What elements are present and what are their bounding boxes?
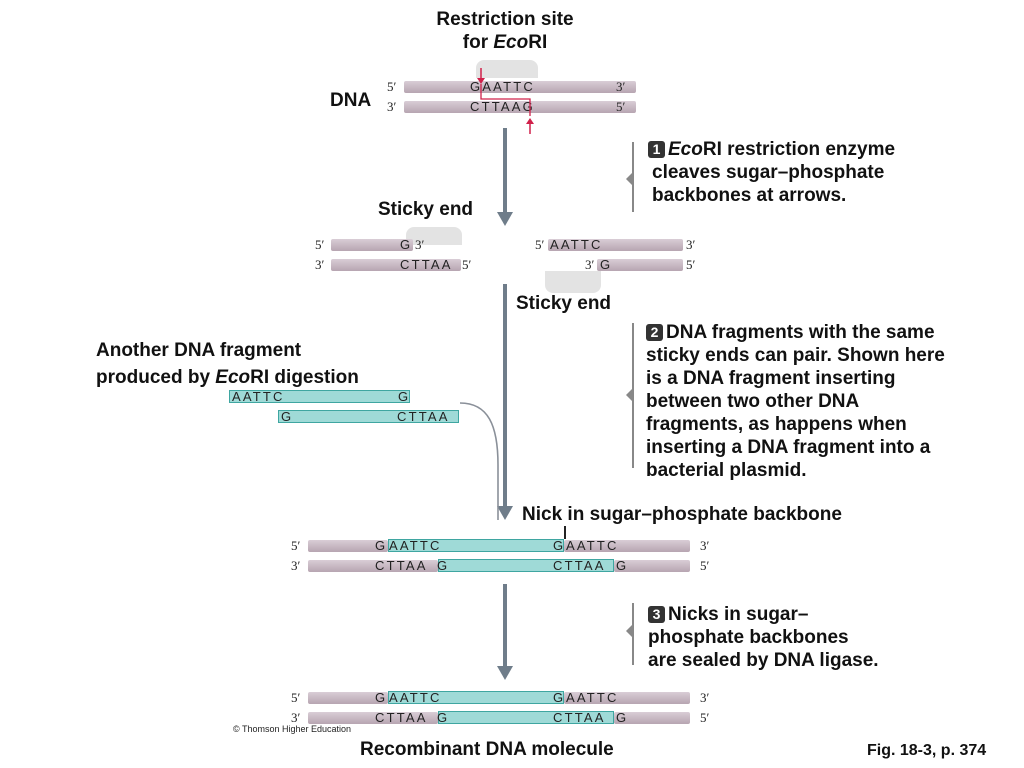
step-3-bracket — [632, 603, 638, 665]
step-2-number: 2 — [646, 324, 663, 341]
annealed-bottom-insert — [438, 559, 614, 572]
annealed-top-left-strand — [308, 540, 388, 552]
annealed-bottom-left-strand — [308, 560, 438, 572]
recombinant-top-5-end: 5′ — [291, 690, 301, 705]
step-2-bracket — [632, 323, 638, 468]
annealed-top-seq-1: G — [375, 538, 388, 553]
process-arrow-2 — [497, 284, 513, 520]
left-fragment-bottom-5-end: 5′ — [462, 257, 472, 272]
recombinant-bottom-seq-2: G — [437, 710, 450, 725]
dna-bottom-sequence: CTTAAG — [470, 99, 535, 114]
annealed-top-seq-2: AATTC — [389, 538, 442, 553]
recombinant-top-3-end: 3′ — [700, 690, 710, 705]
annealed-bottom-seq-2: G — [437, 558, 450, 573]
dna-top-sequence: GAATTC — [470, 79, 535, 94]
sticky-end-label-top: Sticky end — [378, 199, 474, 220]
annealed-bottom-seq-4: G — [616, 558, 629, 573]
right-fragment-bottom-3-end: 3′ — [585, 257, 595, 272]
annealed-bottom-3-end: 3′ — [291, 558, 301, 573]
insert-fragment-top-seq-b: G — [398, 389, 411, 404]
right-fragment-bottom-5-end: 5′ — [686, 257, 696, 272]
title-line-1: Restriction site — [436, 9, 574, 30]
step-3-pointer-icon — [626, 625, 632, 637]
right-fragment-bottom-sequence: G — [600, 257, 613, 272]
step-2-pointer-icon — [626, 389, 632, 401]
annealed-bottom-seq-3: CTTAA — [553, 558, 606, 573]
left-fragment-top-strand — [331, 239, 413, 251]
dna-top-strand — [404, 81, 636, 93]
restriction-site-bracket — [476, 60, 538, 78]
sticky-end-bracket-top — [406, 227, 462, 245]
recombinant-bottom-seq-1: CTTAA — [375, 710, 428, 725]
recombinant-label: Recombinant DNA molecule — [360, 739, 614, 760]
restriction-site-title: Restriction site for EcoRI — [0, 8, 1010, 54]
recombinant-bottom-5-end: 5′ — [700, 710, 710, 725]
recombinant-top-left-strand — [308, 692, 388, 704]
insert-fragment-bottom-seq-b: CTTAA — [397, 409, 450, 424]
left-fragment-bottom-sequence: CTTAA — [400, 257, 453, 272]
another-fragment-label: Another DNA fragment produced by EcoRI d… — [96, 340, 359, 388]
right-fragment-top-5-end: 5′ — [535, 237, 545, 252]
annealed-top-insert — [388, 539, 564, 552]
annealed-bottom-seq-1: CTTAA — [375, 558, 428, 573]
cut-site-marks — [477, 68, 534, 134]
insert-fragment-top-strand — [229, 390, 410, 403]
step-1-number: 1 — [648, 141, 665, 158]
right-fragment-bottom-strand — [597, 259, 683, 271]
right-fragment-top-strand — [548, 239, 683, 251]
sticky-end-label-bottom: Sticky end — [516, 293, 612, 314]
recombinant-bottom-seq-4: G — [616, 710, 629, 725]
insert-fragment-top-seq-a: AATTC — [232, 389, 285, 404]
recombinant-top-seq-3: G — [553, 690, 566, 705]
dna-label: DNA — [330, 90, 372, 111]
dna-bottom-3-end: 3′ — [387, 99, 397, 114]
recombinant-bottom-seq-3: CTTAA — [553, 710, 606, 725]
recombinant-top-seq-4: AATTC — [566, 690, 619, 705]
dna-top-3-end: 3′ — [616, 79, 626, 94]
annealed-top-3-end: 3′ — [700, 538, 710, 553]
recombinant-top-right-strand — [564, 692, 690, 704]
annealed-top-seq-4: AATTC — [566, 538, 619, 553]
left-fragment-top-3-end: 3′ — [415, 237, 425, 252]
left-fragment-bottom-3-end: 3′ — [315, 257, 325, 272]
recombinant-top-seq-1: G — [375, 690, 388, 705]
process-arrow-3 — [497, 584, 513, 680]
figure-reference: Fig. 18-3, p. 374 — [867, 742, 987, 759]
insert-fragment-bottom-seq-a: G — [281, 409, 294, 424]
process-arrow-1 — [497, 128, 513, 226]
dna-top-5-end: 5′ — [387, 79, 397, 94]
recombinant-bottom-right-strand — [614, 712, 690, 724]
recombinant-top-insert — [388, 691, 564, 704]
annealed-bottom-5-end: 5′ — [700, 558, 710, 573]
dna-bottom-5-end: 5′ — [616, 99, 626, 114]
nick-label: Nick in sugar–phosphate backbone — [522, 504, 842, 525]
left-fragment-top-sequence: G — [400, 237, 413, 252]
recombinant-top-seq-2: AATTC — [389, 690, 442, 705]
right-fragment-top-sequence: AATTC — [550, 237, 603, 252]
annealed-top-seq-3: G — [553, 538, 566, 553]
recombinant-bottom-left-strand — [308, 712, 438, 724]
recombinant-bottom-insert — [438, 711, 614, 724]
insert-path-curve — [459, 402, 499, 520]
left-fragment-top-5-end: 5′ — [315, 237, 325, 252]
step-1-bracket — [632, 142, 638, 212]
step-3-number: 3 — [648, 606, 665, 623]
dna-bottom-strand — [404, 101, 636, 113]
right-fragment-top-3-end: 3′ — [686, 237, 696, 252]
sticky-end-bracket-bottom — [545, 271, 601, 293]
annealed-bottom-right-strand — [614, 560, 690, 572]
title-line-2: for EcoRI — [462, 32, 548, 53]
annealed-top-right-strand — [564, 540, 690, 552]
left-fragment-bottom-strand — [331, 259, 461, 271]
annealed-top-5-end: 5′ — [291, 538, 301, 553]
recombinant-bottom-3-end: 3′ — [291, 710, 301, 725]
step-1-pointer-icon — [626, 173, 632, 185]
copyright-credit: © Thomson Higher Education — [233, 724, 352, 734]
insert-fragment-bottom-strand — [278, 410, 459, 423]
nick-pointer — [564, 526, 566, 539]
